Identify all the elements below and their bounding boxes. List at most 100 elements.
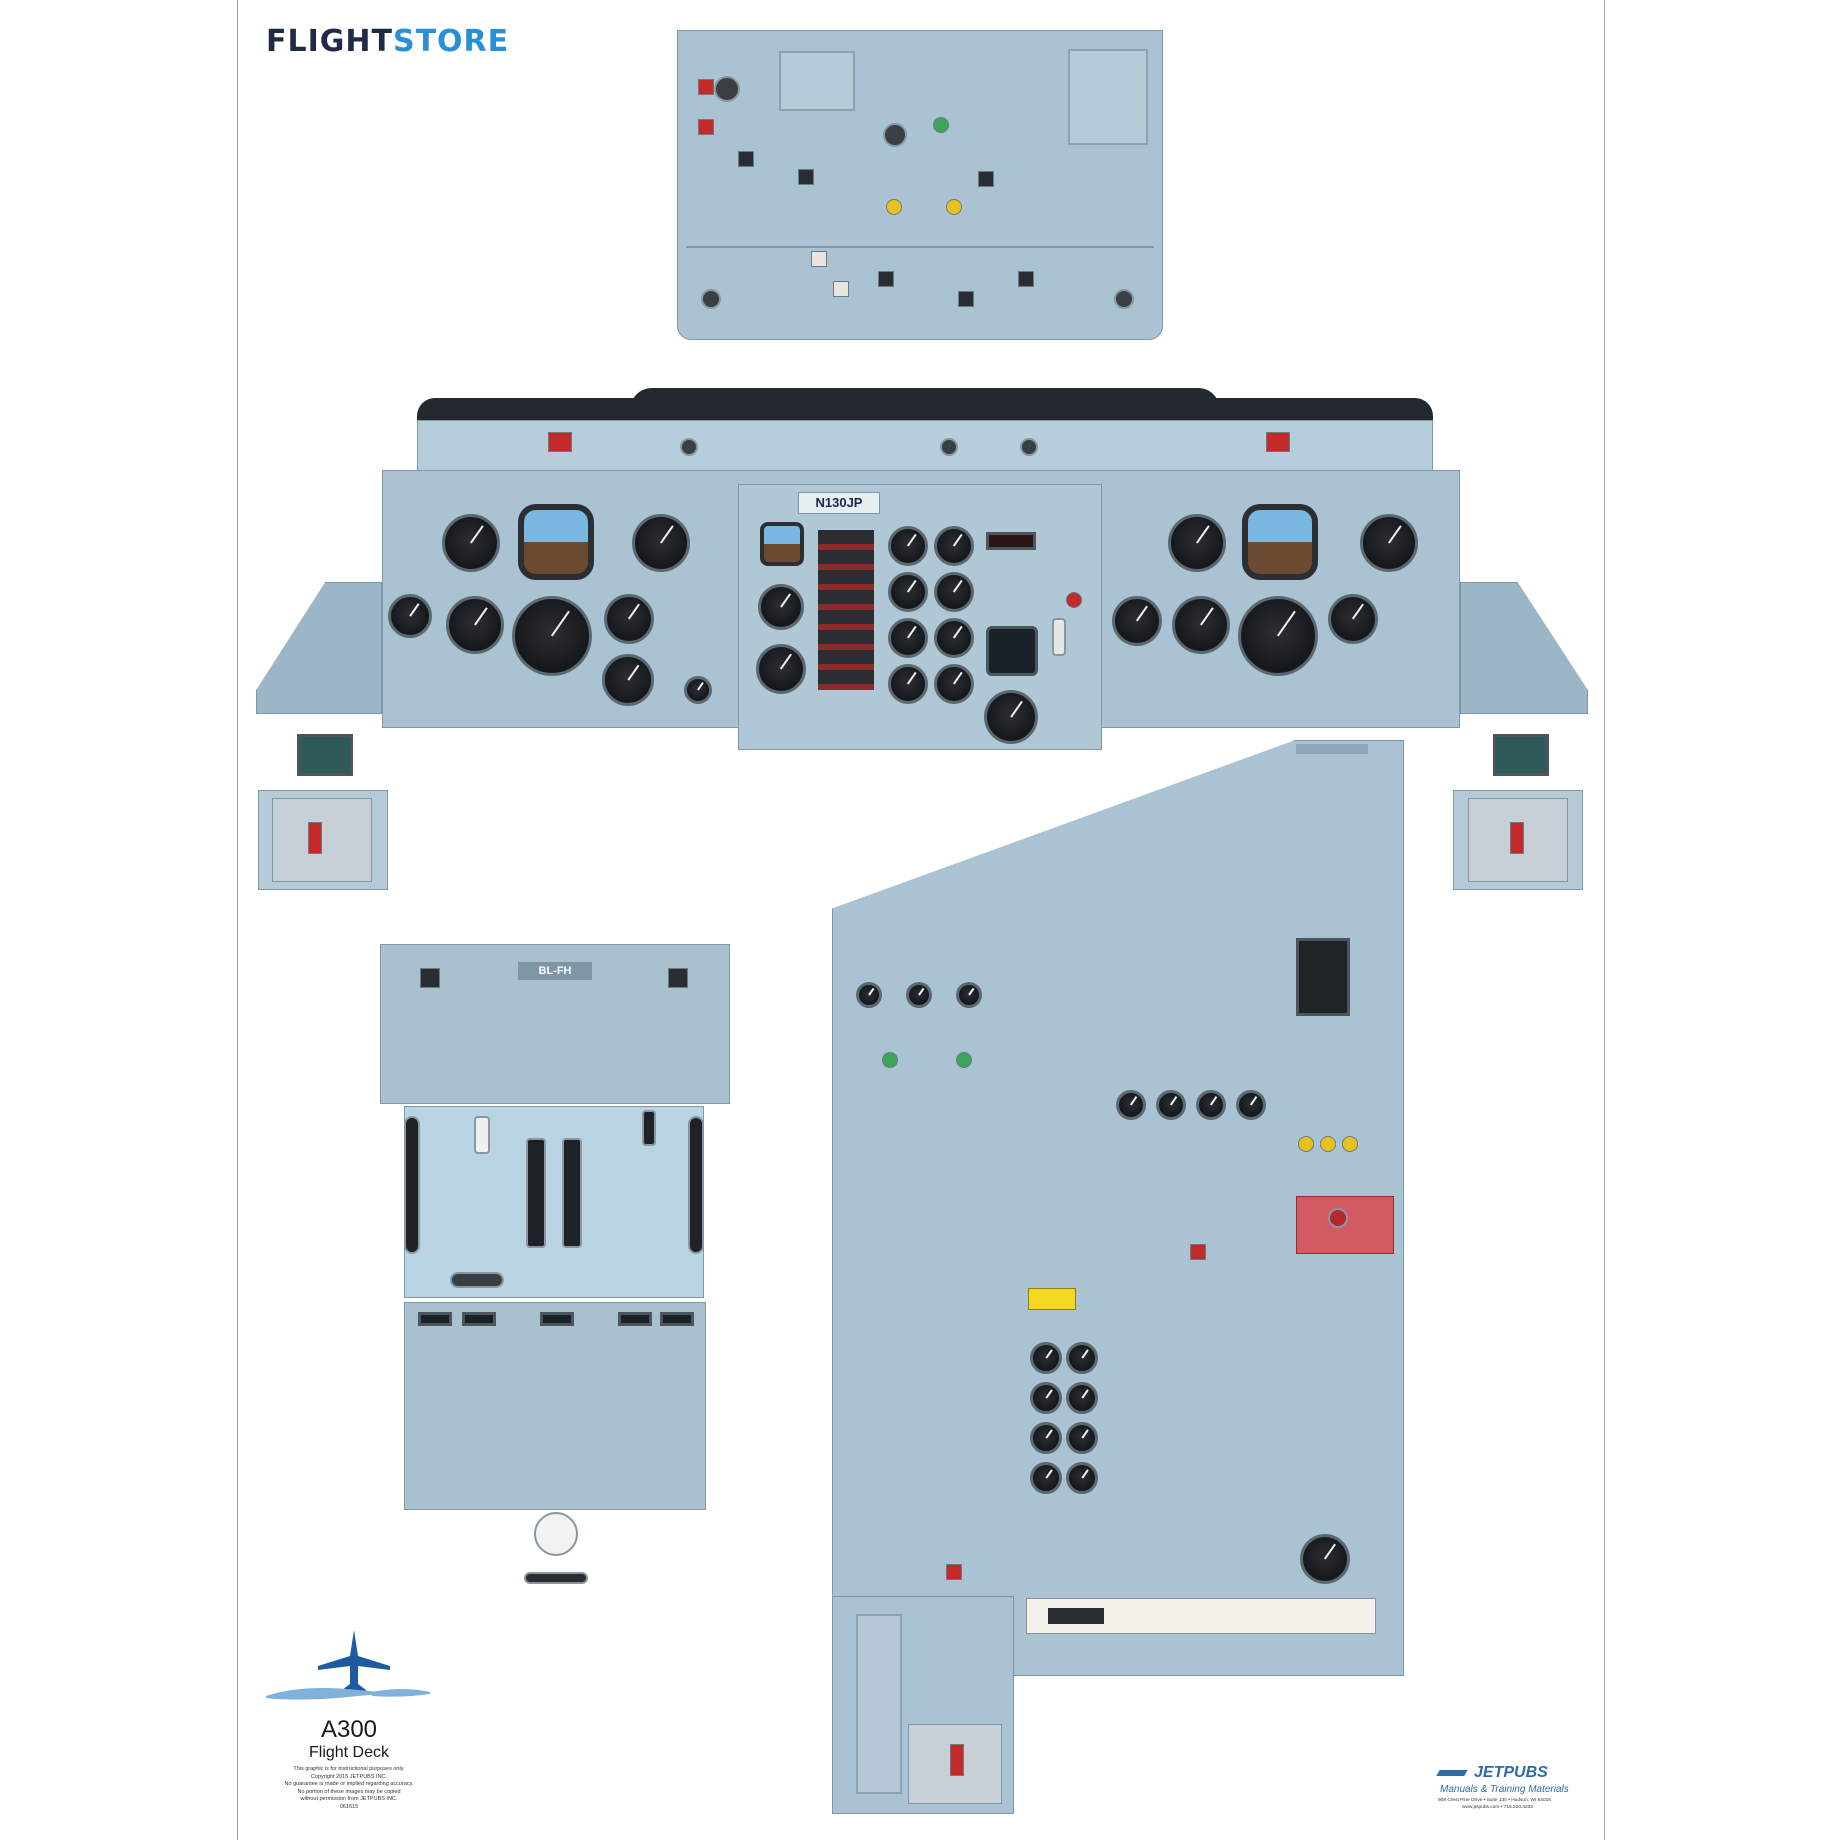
fo-attitude-indicator [1242,504,1318,580]
master-warning-left[interactable] [548,432,572,452]
fe-fuel-gauge-3 [1196,1090,1226,1120]
fe-red-switch-1[interactable] [1190,1244,1206,1260]
tail-number-plate: N130JP [798,492,880,514]
fe-lower-storage [856,1614,902,1794]
fe-fuel-gauge-2 [1156,1090,1186,1120]
overhead-panel [677,30,1163,340]
fo-hsi [1238,596,1318,676]
fe-engine-gauge-column [1028,1342,1100,1512]
overhead-yellow-indicator [886,199,902,215]
captain-airspeed-indicator [442,514,500,572]
overhead-toggle-3[interactable] [978,171,994,187]
yaw-damper-switch[interactable] [811,251,827,267]
master-warning-right[interactable] [1266,432,1290,452]
engine-n2-right [934,618,974,658]
plane-logo [262,1626,432,1706]
engine-n2-left [888,618,928,658]
overhead-left-knob[interactable] [701,289,721,309]
logo-store-text: STORE [392,24,510,59]
overhead-toggle-4[interactable] [1018,271,1034,287]
captain-rmi [446,596,504,654]
flap-lever[interactable] [642,1110,656,1146]
rudder-trim-knob[interactable] [534,1512,578,1556]
center-flap-indicator [984,690,1038,744]
fo-airspeed-indicator [1168,514,1226,572]
nav-radio-1-display [418,1312,452,1326]
logo-flight-text: FLIGHT [266,24,393,59]
fo-vsi [1328,594,1378,644]
overhead-right-window [1068,49,1148,145]
captain-weather-radar-screen [297,734,353,776]
fe-tiller-handle[interactable] [950,1744,964,1776]
center-digital-display [986,532,1036,550]
overhead-toggle-6[interactable] [958,291,974,307]
fe-panel-top-ledge [1296,744,1368,754]
fe-yellow-indicator-2 [1320,1136,1336,1152]
pedestal-tag: BL-FH [518,962,592,980]
gear-lever[interactable] [1052,618,1066,656]
legal-line: 061615 [339,1803,359,1810]
fcu-heading-knob[interactable] [1020,438,1038,456]
left-trim-wheel[interactable] [404,1116,420,1254]
overhead-toggle-5[interactable] [878,271,894,287]
aircraft-model: A300 [320,1716,378,1743]
pedestal-left-light [420,968,440,988]
overhead-upper-section [686,41,1154,248]
captain-tiller-handle[interactable] [308,822,322,854]
overhead-red-switch[interactable] [698,79,714,95]
engine-ff-left [888,664,928,704]
speed-brake-lever[interactable] [474,1116,490,1154]
airplane-icon [266,1630,430,1700]
fe-yellow-indicator-1 [1298,1136,1314,1152]
overhead-toggle-1[interactable] [738,151,754,167]
overhead-rotary-knob[interactable] [883,123,907,147]
engine-n1-right [934,526,974,566]
fe-fire-handle[interactable] [1328,1208,1348,1228]
rudder-trim-handle[interactable] [524,1572,588,1584]
flightstore-logo[interactable]: FLIGHTSTORE [266,24,509,59]
captain-standby-gauge [684,676,712,704]
captain-attitude-indicator [518,504,594,580]
fe-cabin-pressure-gauge [1300,1534,1350,1584]
fe-fuel-gauge-1 [1116,1090,1146,1120]
fe-engine-gauge-1 [1030,1342,1062,1374]
fe-red-switch-2[interactable] [946,1564,962,1580]
engine-ff-right [934,664,974,704]
right-trim-wheel[interactable] [688,1116,704,1254]
fo-weather-radar-screen [1493,734,1549,776]
fe-gauge-row-electrical [856,982,1016,1022]
pedestal-right-light [668,968,688,988]
glareshield-center-hump [630,388,1220,410]
captain-hsi [512,596,592,676]
parking-brake-handle[interactable] [450,1272,504,1288]
overhead-red-switch-2[interactable] [698,119,714,135]
engine-egt-right [934,572,974,612]
overhead-toggle-2[interactable] [798,169,814,185]
engine-gauge-grid [888,526,978,706]
fcu-speed-knob[interactable] [680,438,698,456]
fo-tiller-handle[interactable] [1510,822,1524,854]
overhead-yellow-indicator-2 [946,199,962,215]
fe-elec-gauge-1 [856,982,882,1008]
fe-green-indicator-1 [882,1052,898,1068]
tail-number-text: N130JP [815,495,863,510]
fe-drawer-handle[interactable] [1048,1608,1104,1624]
fe-engine-gauge-5 [1030,1422,1062,1454]
pitch-trim-switch[interactable] [833,281,849,297]
fcu-altitude-knob[interactable] [940,438,958,456]
pedestal-tag-text: BL-FH [538,965,572,977]
overhead-selector-knob[interactable] [714,76,740,102]
jetpubs-swoosh-icon [1436,1770,1468,1776]
thrust-lever-1[interactable] [526,1138,546,1248]
captain-vsi [604,594,654,644]
engine-egt-left [888,572,928,612]
fe-fuel-gauge-4 [1236,1090,1266,1120]
jetpubs-name: JETPUBS [1474,1764,1548,1781]
captain-radio-altimeter [602,654,654,706]
legal-line: This graphic is for instructional purpos… [293,1766,405,1772]
nav-radio-2-display [462,1312,496,1326]
thrust-lever-2[interactable] [562,1138,582,1248]
fe-engine-gauge-4 [1066,1382,1098,1414]
overhead-right-knob[interactable] [1114,289,1134,309]
jetpubs-tagline: Manuals & Training Materials [1440,1784,1569,1795]
